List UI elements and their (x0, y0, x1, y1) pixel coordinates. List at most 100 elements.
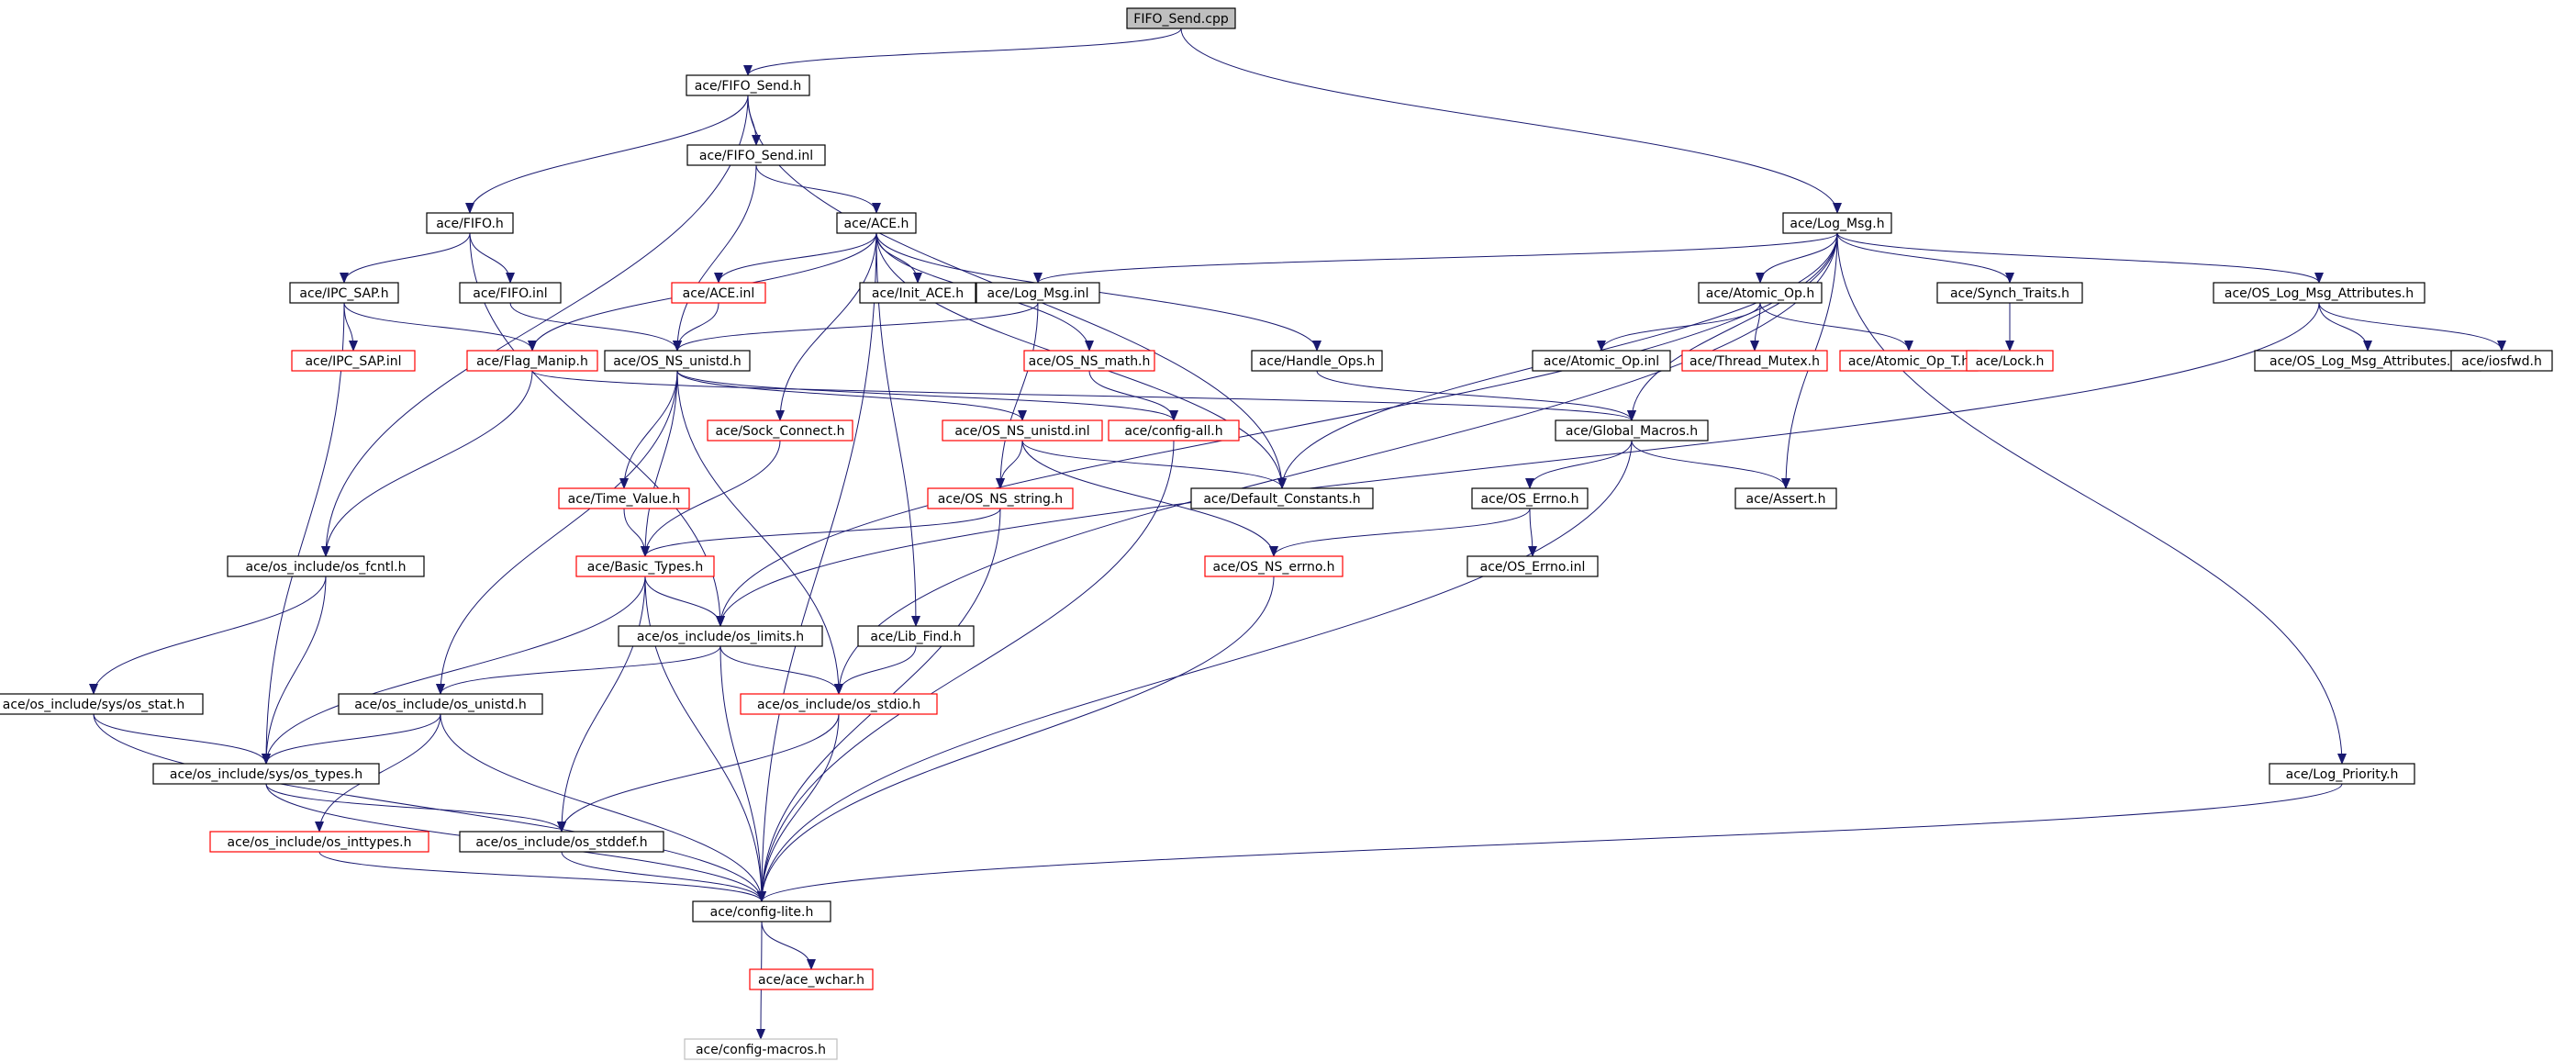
node-os-fcntl-h[interactable]: ace/os_include/os_fcntl.h (227, 555, 425, 577)
node-box (1734, 487, 1837, 509)
node-atomic-op-inl[interactable]: ace/Atomic_Op.inl (1532, 350, 1671, 372)
edge-basic-types-h-to-config-lite-h (644, 576, 766, 902)
node-os-inttypes-h[interactable]: ace/os_include/os_inttypes.h (209, 831, 429, 853)
node-box (692, 900, 831, 922)
node-box (459, 831, 664, 853)
node-box (209, 831, 429, 853)
node-os-errno-h[interactable]: ace/OS_Errno.h (1471, 487, 1589, 509)
edge-log-msg-h-to-global-macros-h (1627, 232, 1838, 421)
node-label: ace/ACE.inl (683, 286, 755, 301)
node-sys-os-stat-h[interactable]: ace/os_include/sys/os_stat.h (0, 693, 204, 715)
edge-ipc-sap-h-to-sys-os-types-h (262, 302, 345, 765)
edge-config-lite-h-to-ace-wchar-h (761, 921, 816, 970)
edge-sys-os-stat-h-to-config-lite-h (93, 713, 766, 902)
node-label: ace/Assert.h (1746, 492, 1826, 507)
edge-os-ns-unistd-inl-to-os-ns-errno-h (1021, 440, 1278, 557)
edge-fifo-send-inl-to-ace-h (755, 164, 881, 214)
node-ace-inl[interactable]: ace/ACE.inl (671, 282, 766, 304)
node-config-all-h[interactable]: ace/config-all.h (1108, 419, 1240, 442)
node-box (1782, 212, 1892, 234)
edge-os-ns-unistd-h-to-basic-types-h (641, 370, 678, 557)
node-fifo-inl[interactable]: ace/FIFO.inl (459, 282, 562, 304)
edge-basic-types-h-to-os-stddef-h (557, 576, 646, 833)
node-label: ace/Lib_Find.h (870, 630, 961, 644)
node-os-ns-unistd-h[interactable]: ace/OS_NS_unistd.h (604, 350, 751, 372)
node-os-ns-math-h[interactable]: ace/OS_NS_math.h (1023, 350, 1155, 372)
node-os-stdio-h[interactable]: ace/os_include/os_stdio.h (740, 693, 938, 715)
node-fifo-send-h[interactable]: ace/FIFO_Send.h (686, 74, 810, 96)
node-fifo-send-inl[interactable]: ace/FIFO_Send.inl (686, 144, 826, 166)
node-default-constants-h[interactable]: ace/Default_Constants.h (1190, 487, 1374, 509)
node-time-value-h[interactable]: ace/Time_Value.h (558, 487, 690, 509)
node-label: ace/IPC_SAP.h (299, 286, 388, 301)
node-box (686, 144, 826, 166)
node-box (459, 282, 562, 304)
node-label: ace/OS_NS_unistd.inl (954, 424, 1089, 439)
node-log-priority-h[interactable]: ace/Log_Priority.h (2269, 763, 2415, 785)
node-sys-os-types-h[interactable]: ace/os_include/sys/os_types.h (152, 763, 380, 785)
node-iosfwd-h[interactable]: ace/iosfwd.h (2450, 350, 2553, 372)
node-fifo-h[interactable]: ace/FIFO.h (426, 212, 514, 234)
node-sock-connect-h[interactable]: ace/Sock_Connect.h (707, 419, 853, 442)
edge-log-msg-inl-to-os-ns-string-h (996, 302, 1039, 489)
node-atomic-op-h[interactable]: ace/Atomic_Op.h (1698, 282, 1823, 304)
node-lib-find-h[interactable]: ace/Lib_Find.h (857, 625, 975, 647)
node-lock-h[interactable]: ace/Lock.h (1966, 350, 2054, 372)
node-label: ace/OS_NS_string.h (938, 492, 1063, 507)
edge-log-msg-h-to-log-priority-h (1836, 232, 2347, 765)
node-os-unistd-h[interactable]: ace/os_include/os_unistd.h (338, 693, 543, 715)
node-log-msg-h[interactable]: ace/Log_Msg.h (1782, 212, 1892, 234)
edge-sock-connect-h-to-basic-types-h (641, 440, 781, 557)
node-os-ns-errno-h[interactable]: ace/OS_NS_errno.h (1204, 555, 1344, 577)
node-ipc-sap-h[interactable]: ace/IPC_SAP.h (289, 282, 399, 304)
edge-os-ns-unistd-h-to-os-ns-unistd-inl (676, 370, 1027, 421)
node-fifo-send-cpp[interactable]: FIFO_Send.cpp (1126, 7, 1236, 29)
node-os-ns-unistd-inl[interactable]: ace/OS_NS_unistd.inl (942, 419, 1103, 442)
node-os-log-msg-attr-inl[interactable]: ace/OS_Log_Msg_Attributes.inl (2254, 350, 2481, 372)
node-box (1966, 350, 2054, 372)
node-box (604, 350, 751, 372)
node-ace-h[interactable]: ace/ACE.h (836, 212, 917, 234)
node-os-ns-string-h[interactable]: ace/OS_NS_string.h (927, 487, 1074, 509)
node-config-lite-h[interactable]: ace/config-lite.h (692, 900, 831, 922)
node-label: ace/Atomic_Op_T.h (1848, 354, 1969, 369)
node-label: ace/Sock_Connect.h (715, 424, 844, 439)
node-global-macros-h[interactable]: ace/Global_Macros.h (1555, 419, 1709, 442)
node-label: ace/Log_Msg.h (1790, 217, 1884, 231)
node-basic-types-h[interactable]: ace/Basic_Types.h (575, 555, 715, 577)
edge-os-unistd-h-to-config-lite-h (440, 713, 766, 902)
edge-atomic-op-h-to-atomic-op-inl (1597, 302, 1761, 352)
edge-os-stdio-h-to-os-stddef-h (557, 713, 840, 833)
node-label: ace/Basic_Types.h (587, 560, 703, 575)
node-synch-traits-h[interactable]: ace/Synch_Traits.h (1936, 282, 2083, 304)
node-handle-ops-h[interactable]: ace/Handle_Ops.h (1251, 350, 1383, 372)
node-label: ace/os_include/sys/os_stat.h (3, 698, 185, 712)
node-label: ace/os_include/os_stdio.h (757, 698, 920, 712)
node-label: ace/os_include/os_limits.h (637, 630, 804, 644)
node-os-log-msg-attr-h[interactable]: ace/OS_Log_Msg_Attributes.h (2213, 282, 2425, 304)
edge-os-ns-unistd-h-to-os-unistd-h (436, 370, 678, 695)
edge-os-limits-h-to-config-lite-h (719, 645, 766, 902)
node-os-limits-h[interactable]: ace/os_include/os_limits.h (618, 625, 823, 647)
node-thread-mutex-h[interactable]: ace/Thread_Mutex.h (1681, 350, 1828, 372)
node-assert-h[interactable]: ace/Assert.h (1734, 487, 1837, 509)
node-ipc-sap-inl[interactable]: ace/IPC_SAP.inl (291, 350, 416, 372)
edge-os-log-msg-attr-h-to-os-log-msg-attr-inl (2318, 302, 2372, 352)
edge-os-errno-h-to-os-ns-errno-h (1269, 508, 1531, 557)
node-flag-manip-h[interactable]: ace/Flag_Manip.h (466, 350, 598, 372)
node-atomic-op-t-h[interactable]: ace/Atomic_Op_T.h (1839, 350, 1979, 372)
node-init-ace-h[interactable]: ace/Init_ACE.h (859, 282, 976, 304)
node-label: ace/Synch_Traits.h (1950, 286, 2069, 301)
edge-log-msg-h-to-atomic-op-h (1756, 232, 1838, 284)
node-os-errno-inl[interactable]: ace/OS_Errno.inl (1466, 555, 1599, 577)
node-log-msg-inl[interactable]: ace/Log_Msg.inl (976, 282, 1100, 304)
edge-basic-types-h-to-os-limits-h (644, 576, 725, 627)
node-os-stddef-h[interactable]: ace/os_include/os_stddef.h (459, 831, 664, 853)
node-ace-wchar-h[interactable]: ace/ace_wchar.h (749, 968, 874, 990)
node-config-macros-h[interactable]: ace/config-macros.h (684, 1038, 838, 1060)
node-label: ace/OS_NS_unistd.h (613, 354, 742, 369)
node-label: ace/OS_Errno.h (1481, 492, 1579, 507)
node-box (466, 350, 598, 372)
node-label: ace/os_include/os_unistd.h (354, 698, 526, 712)
node-label: ace/Handle_Ops.h (1259, 354, 1376, 369)
